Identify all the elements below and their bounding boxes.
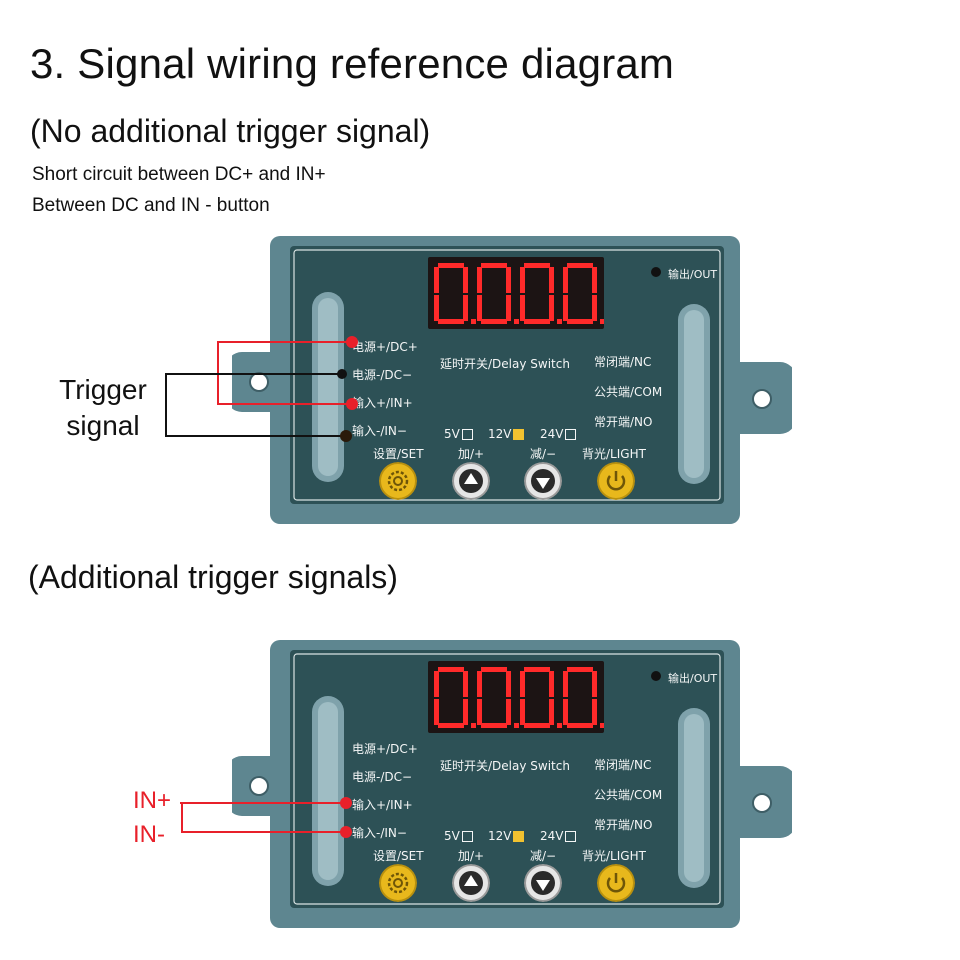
up-arrow-button-2[interactable]	[452, 864, 490, 902]
down-arrow-button[interactable]	[524, 462, 562, 500]
in-plus-label: IN+	[133, 787, 172, 814]
voltage-12v-text: 12V	[488, 427, 512, 441]
board-2-wiring	[180, 797, 352, 838]
trigger-signal-line-2: signal	[66, 410, 140, 441]
trigger-signal-label: Trigger signal	[46, 372, 160, 444]
no-label: 常开端/NO	[594, 415, 653, 429]
checkbox-12v	[513, 429, 525, 440]
out-label-2: 输出/OUT	[668, 672, 718, 685]
checkbox-12v-2	[513, 831, 525, 842]
delay-switch-board-2: 输出/OUT 电源+/DC+ 电源-/DC− 输入+/IN+ 输入-/IN− 延…	[232, 640, 792, 928]
terminal-in-plus-2: 输入+/IN+	[352, 798, 413, 812]
board-1-body	[232, 236, 792, 524]
nc-label: 常闭端/NC	[594, 355, 652, 369]
nc-label-2: 常闭端/NC	[594, 758, 652, 772]
terminal-in-minus: 输入-/IN−	[352, 424, 407, 438]
out-label: 输出/OUT	[668, 268, 718, 281]
minus-label-2: 减/−	[530, 849, 557, 863]
display-digits-svg	[434, 263, 604, 324]
up-arrow-button[interactable]	[452, 462, 490, 500]
display-digits-svg-2	[434, 667, 604, 728]
terminal-in-minus-2: 输入-/IN−	[352, 826, 407, 840]
checkbox-24v	[565, 429, 577, 440]
set-gear-button-2[interactable]	[379, 864, 417, 902]
com-label-2: 公共端/COM	[594, 788, 663, 802]
voltage-5v-2: 5V	[444, 829, 473, 843]
seven-segment-display-2	[428, 661, 604, 733]
trigger-signal-line-1: Trigger	[59, 374, 147, 405]
voltage-12v-2: 12V	[488, 829, 525, 843]
voltage-12v-text-2: 12V	[488, 829, 512, 843]
terminal-dc-plus: 电源+/DC+	[352, 340, 418, 354]
seven-segment-display	[428, 257, 604, 329]
set-label: 设置/SET	[373, 447, 424, 461]
checkbox-24v-2	[565, 831, 577, 842]
no-label-2: 常开端/NO	[594, 818, 653, 832]
voltage-12v: 12V	[488, 427, 525, 441]
light-label-2: 背光/LIGHT	[582, 849, 646, 863]
down-arrow-button-2[interactable]	[524, 864, 562, 902]
power-button[interactable]	[597, 462, 635, 500]
delay-switch-board-1: 输出/OUT 电源+/DC+ 电源-/DC− 输入+/IN+ 输入-/IN− 延…	[232, 236, 792, 524]
page-title: 3. Signal wiring reference diagram	[30, 40, 675, 87]
section1-note-2: Between DC and IN - button	[32, 195, 270, 216]
checkbox-5v	[461, 429, 473, 440]
delay-switch-label: 延时开关/Delay Switch	[440, 357, 570, 371]
terminal-dc-plus-2: 电源+/DC+	[352, 742, 418, 756]
power-button-2[interactable]	[597, 864, 635, 902]
voltage-24v-text: 24V	[540, 427, 564, 441]
checkbox-5v-2	[461, 831, 473, 842]
light-label: 背光/LIGHT	[582, 447, 646, 461]
display-digits-2	[428, 661, 604, 733]
minus-label: 减/−	[530, 447, 557, 461]
voltage-5v-text-2: 5V	[444, 829, 460, 843]
com-label: 公共端/COM	[594, 385, 663, 399]
voltage-5v: 5V	[444, 427, 473, 441]
voltage-24v-2: 24V	[540, 829, 577, 843]
in-minus-label: IN-	[133, 821, 165, 848]
board-2-body	[232, 640, 792, 928]
section2-heading: (Additional trigger signals)	[28, 559, 398, 595]
voltage-24v-text-2: 24V	[540, 829, 564, 843]
terminal-in-plus: 输入+/IN+	[352, 396, 413, 410]
board-1-wiring	[165, 336, 358, 442]
voltage-5v-text: 5V	[444, 427, 460, 441]
section1-note-1: Short circuit between DC+ and IN+	[32, 164, 326, 185]
set-label-2: 设置/SET	[373, 849, 424, 863]
terminal-dc-minus-2: 电源-/DC−	[352, 770, 413, 784]
delay-switch-label-2: 延时开关/Delay Switch	[440, 759, 570, 773]
plus-label: 加/+	[458, 447, 485, 461]
display-digits	[428, 257, 604, 329]
plus-label-2: 加/+	[458, 849, 485, 863]
voltage-24v: 24V	[540, 427, 577, 441]
terminal-dc-minus: 电源-/DC−	[352, 368, 413, 382]
section1-heading: (No additional trigger signal)	[30, 113, 431, 149]
set-gear-button[interactable]	[379, 462, 417, 500]
